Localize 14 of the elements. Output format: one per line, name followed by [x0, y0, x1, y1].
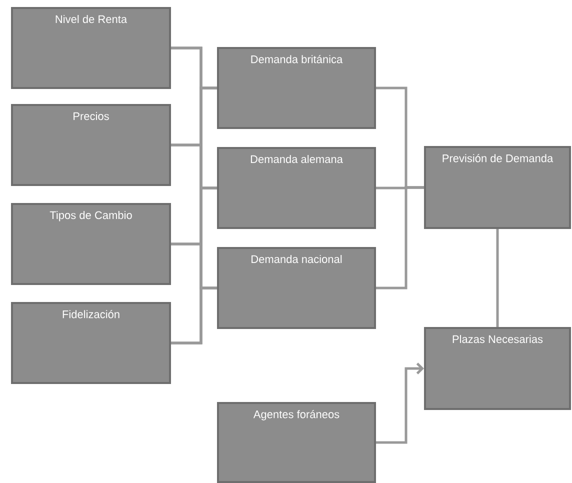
process-box: Demanda alemana [217, 147, 376, 229]
process-box: Demanda británica [217, 47, 376, 129]
process-box: Plazas Necesarias [424, 327, 571, 410]
connector-line [171, 286, 217, 344]
connector-line [376, 186, 424, 290]
process-box: Nivel de Renta [11, 7, 171, 89]
connector-line [496, 229, 499, 327]
process-box: Fidelización [11, 302, 171, 384]
process-box: Precios [11, 104, 171, 186]
process-box: Previsión de Demanda [424, 146, 571, 229]
process-box: Agentes foráneos [217, 402, 376, 483]
process-box: Tipos de Cambio [11, 203, 171, 285]
process-box: Demanda nacional [217, 247, 376, 329]
arrow [376, 362, 424, 444]
